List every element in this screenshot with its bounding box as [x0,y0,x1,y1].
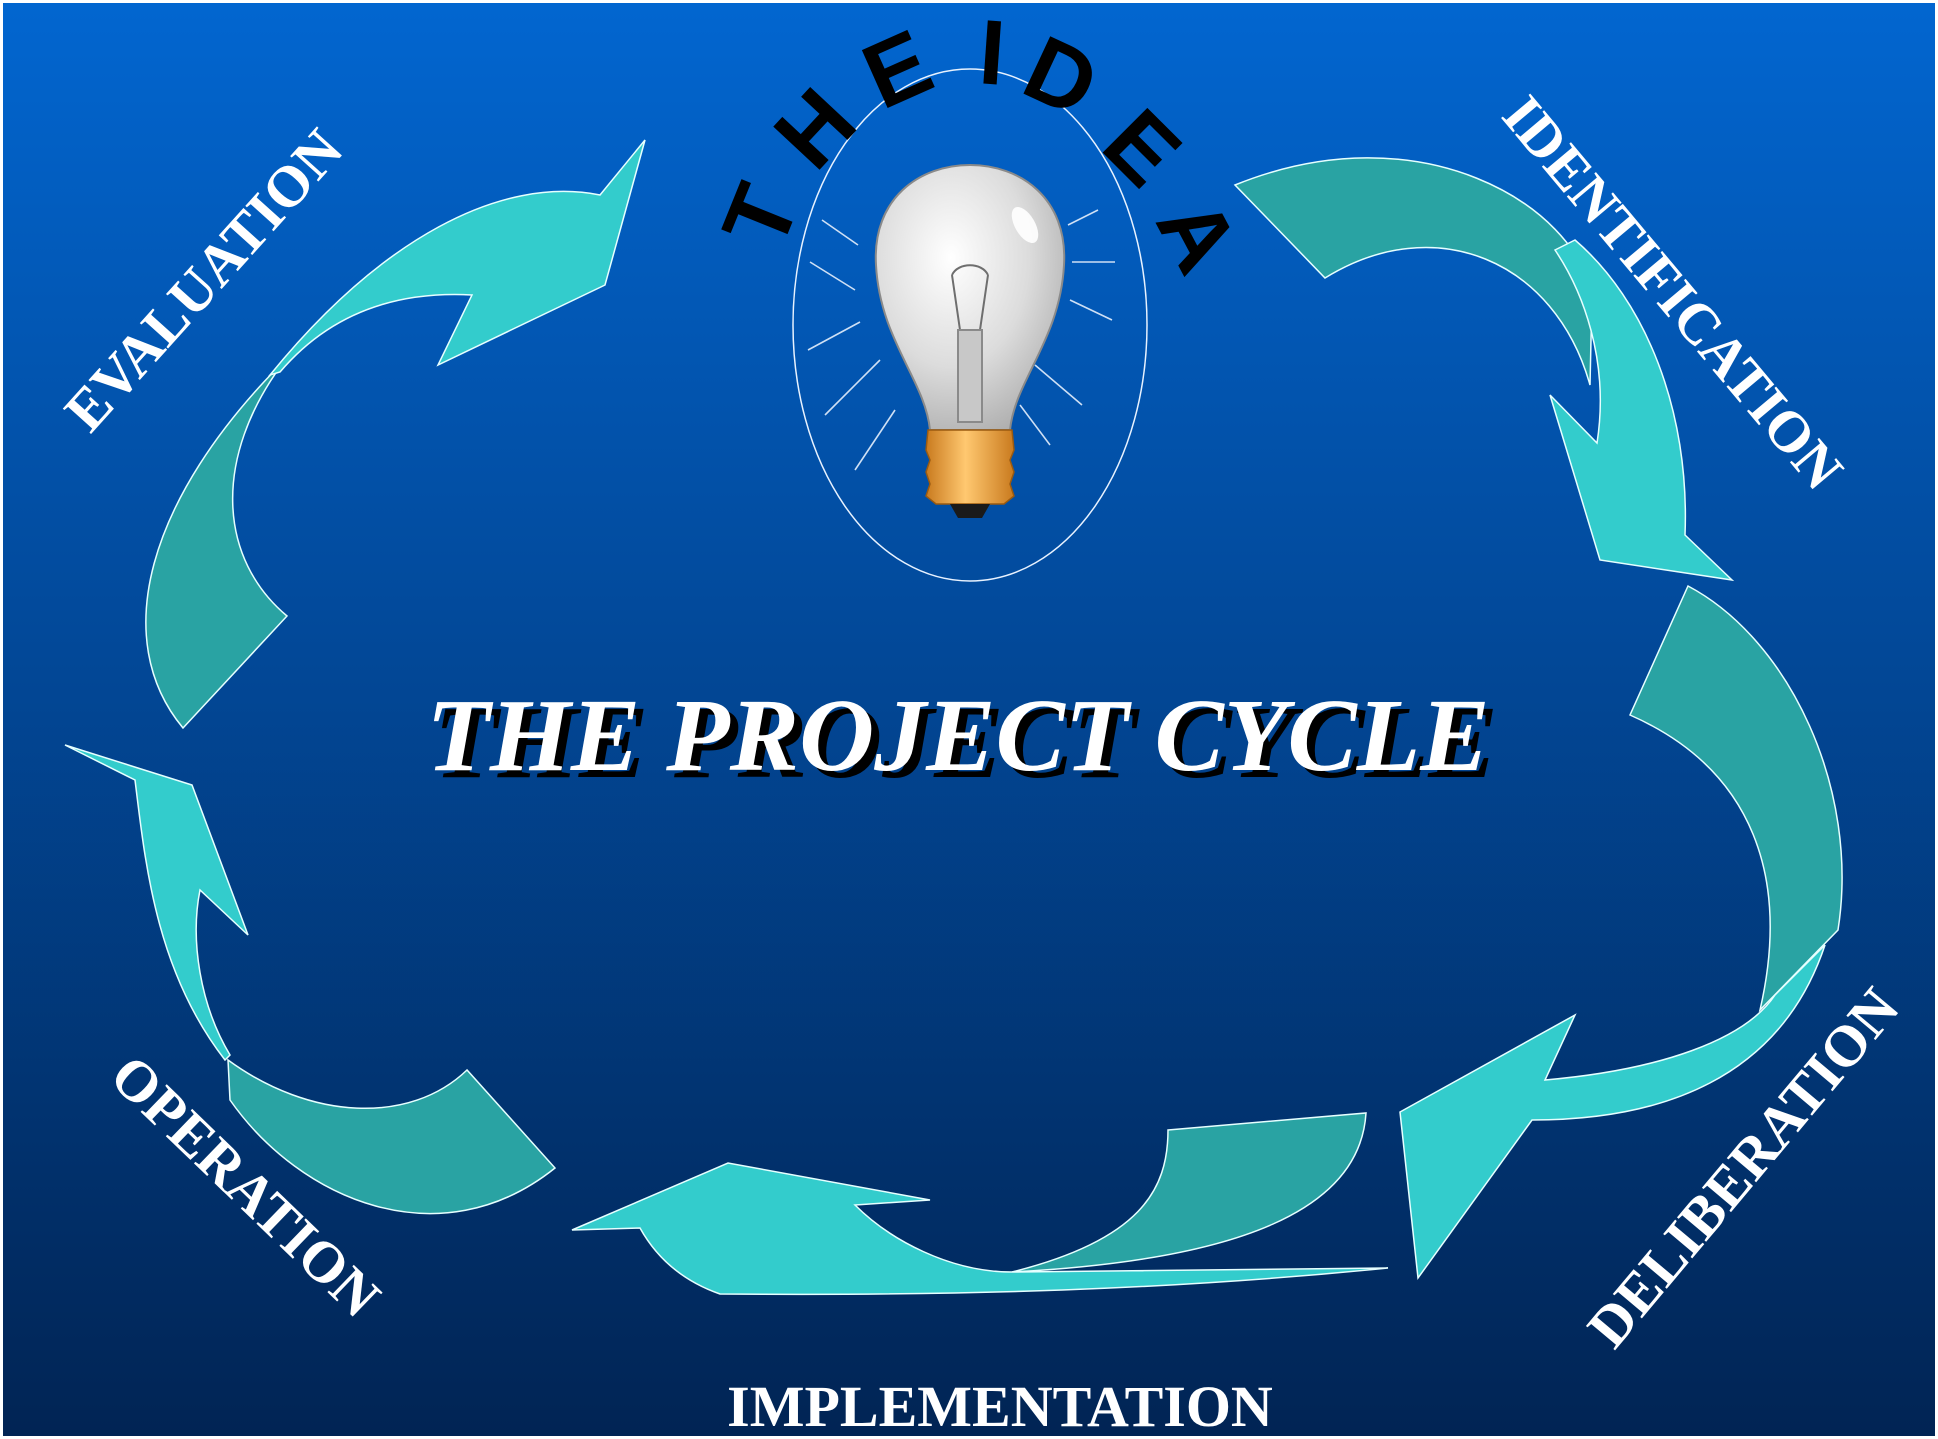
evaluation-arrow [145,139,646,730]
page-title-text: THE PROJECT CYCLE [426,678,1489,793]
bulb-base [925,429,1015,505]
identification-arrow [1233,157,1735,582]
deliberation-arrow [1399,584,1843,1281]
light-rays [807,209,1115,471]
implementation-arrow [571,1112,1389,1296]
stage-label-implementation: IMPLEMENTATION [727,1374,1273,1439]
bulb-glass [874,163,1066,431]
bulb-filament [951,264,989,423]
bulb-highlight [1011,206,1039,244]
lightbulb-icon [874,163,1066,518]
idea-ellipse [792,68,1148,582]
cycle-arrows [64,139,1843,1296]
operation-arrow [64,744,557,1215]
page-title-shadow: THE PROJECT CYCLE [434,685,1497,800]
bulb-contact [950,504,990,518]
page-title: THE PROJECT CYCLE THE PROJECT CYCLE [426,678,1497,800]
